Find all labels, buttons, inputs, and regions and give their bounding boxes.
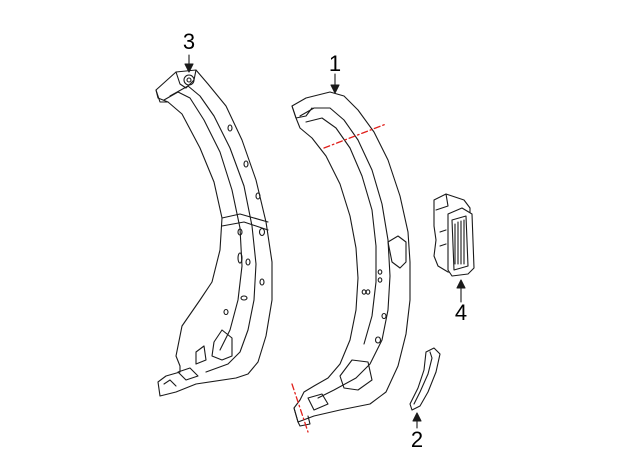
cut-line-upper: [323, 123, 387, 149]
callout-4: 4: [454, 300, 468, 325]
part-2-trim-strip: [409, 347, 441, 411]
leader-4: [456, 279, 466, 303]
callout-3: 3: [182, 29, 196, 54]
callout-2: 2: [410, 427, 424, 452]
leader-2: [412, 412, 422, 429]
cut-line-lower: [291, 383, 309, 433]
leader-3: [184, 54, 194, 73]
part-3-inner-pillar: [155, 69, 273, 397]
part-4-vent-grille: [433, 193, 475, 277]
callout-1: 1: [328, 51, 342, 76]
leader-1: [330, 73, 340, 94]
part-1-outer-pillar: [291, 91, 411, 427]
